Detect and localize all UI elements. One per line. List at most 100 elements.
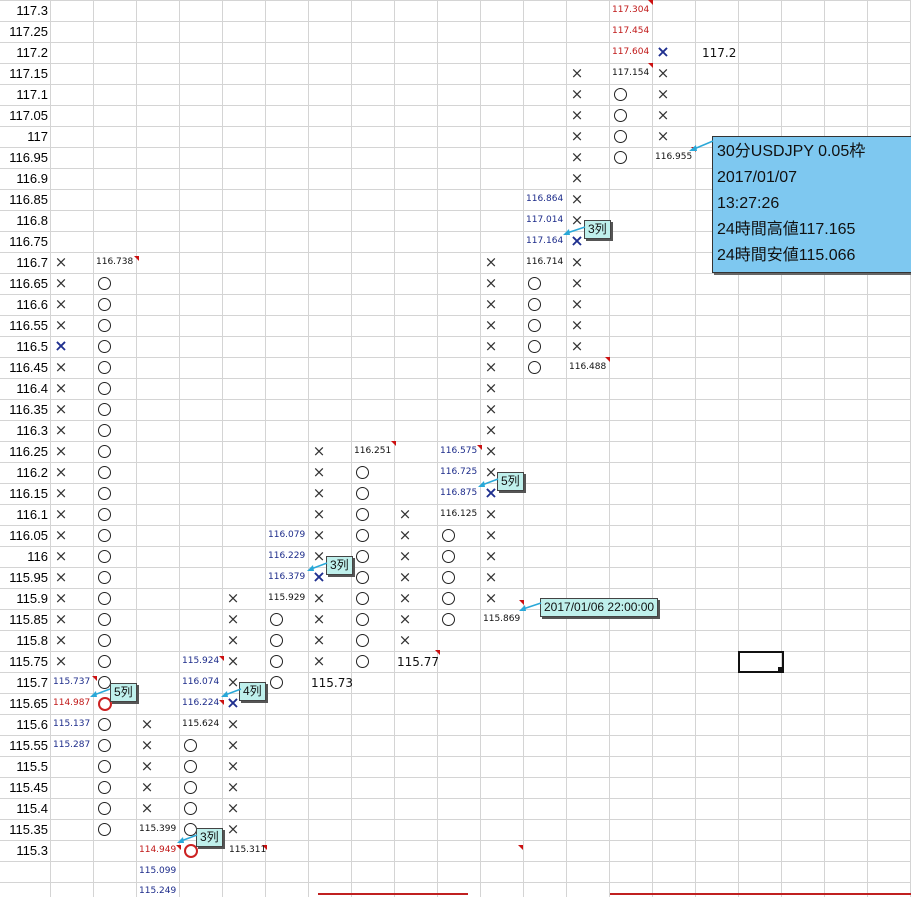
pnf-o-mark [98, 592, 111, 605]
grid-row-line [0, 84, 911, 85]
pnf-x-mark: × [484, 463, 498, 481]
pnf-o-mark [528, 319, 541, 332]
grid-row-line [0, 714, 911, 715]
price-note: 115.869 [483, 614, 521, 624]
pnf-x-mark: × [484, 505, 498, 523]
row-price-label: 115.4 [16, 801, 48, 816]
price-note: 116.864 [526, 194, 564, 204]
row-price-label: 116.55 [9, 318, 48, 333]
pnf-x-mark: × [570, 253, 584, 271]
pnf-o-mark [614, 130, 627, 143]
pnf-x-mark: × [312, 442, 326, 460]
pnf-x-mark: × [570, 190, 584, 208]
pnf-x-mark: × [398, 589, 412, 607]
grid-row-line [0, 882, 911, 883]
pnf-x-mark: × [570, 85, 584, 103]
pnf-x-mark: × [226, 778, 240, 796]
pnf-x-mark: × [54, 505, 68, 523]
pnf-o-mark [356, 634, 369, 647]
pnf-o-mark [98, 802, 111, 815]
row-price-label: 115.45 [9, 780, 48, 795]
pnf-o-mark [356, 592, 369, 605]
callout-arrow-icon [307, 562, 328, 571]
column-count-callout[interactable]: 3列 [584, 220, 611, 239]
selected-cell[interactable] [738, 651, 784, 673]
pnf-x-mark: × [484, 316, 498, 334]
column-count-callout[interactable]: 3列 [196, 828, 223, 847]
pnf-x-mark: × [570, 337, 584, 355]
pnf-o-mark [528, 340, 541, 353]
pnf-o-mark [98, 277, 111, 290]
pnf-x-mark: × [54, 274, 68, 292]
callout-arrow-icon [519, 602, 542, 611]
price-note: 116.955 [655, 152, 693, 162]
pnf-x-mark: × [226, 673, 240, 691]
pnf-x-mark: × [54, 316, 68, 334]
grid-row-line [0, 336, 911, 337]
row-price-label: 116.2 [16, 465, 48, 480]
pnf-o-mark [356, 487, 369, 500]
grid-column-line [824, 0, 825, 897]
grid-row-line [0, 630, 911, 631]
grid-row-line [0, 609, 911, 610]
pnf-x-mark: × [398, 631, 412, 649]
pnf-x-mark: × [570, 106, 584, 124]
row-price-label: 116.65 [9, 276, 48, 291]
price-note: 116.229 [268, 551, 306, 561]
row-price-label: 116.1 [16, 507, 48, 522]
grid-row-line [0, 546, 911, 547]
row-price-label: 115.3 [16, 843, 48, 858]
pnf-x-mark: × [398, 505, 412, 523]
pnf-o-mark [270, 676, 283, 689]
pnf-x-mark: × [656, 106, 670, 124]
pnf-o-mark [442, 529, 455, 542]
row-price-label: 116.45 [9, 360, 48, 375]
pnf-x-mark: × [484, 421, 498, 439]
pnf-o-mark [442, 592, 455, 605]
timestamp-callout[interactable]: 2017/01/06 22:00:00 [540, 598, 659, 617]
pnf-x-mark: × [656, 64, 670, 82]
column-count-callout[interactable]: 5列 [110, 683, 137, 702]
column-count-callout[interactable]: 3列 [326, 556, 353, 575]
pnf-o-mark [184, 739, 197, 752]
price-note: 117.604 [612, 47, 650, 57]
comment-indicator-icon [519, 600, 524, 605]
column-count-callout[interactable]: 4列 [239, 682, 266, 701]
row-price-label: 116.8 [16, 213, 48, 228]
pnf-x-mark: × [484, 379, 498, 397]
grid-row-line [0, 231, 911, 232]
pnf-x-mark: × [226, 757, 240, 775]
pnf-x-mark: × [570, 274, 584, 292]
pnf-o-mark [98, 487, 111, 500]
pnf-x-mark: × [54, 547, 68, 565]
row-price-label: 115.5 [16, 759, 48, 774]
row-price-label: 117.1 [16, 87, 48, 102]
price-note: 114.949 [139, 845, 177, 855]
info-comment-box[interactable]: 30分USDJPY 0.05枠 2017/01/07 13:27:26 24時間… [712, 136, 911, 273]
grid-row-line [0, 0, 911, 1]
pnf-o-mark [98, 340, 111, 353]
price-note: 116.714 [526, 257, 564, 267]
column-count-callout[interactable]: 5列 [497, 472, 524, 491]
grid-column-line [222, 0, 223, 897]
pnf-o-mark [442, 613, 455, 626]
price-note: 116.074 [182, 677, 220, 687]
pnf-x-mark: × [54, 400, 68, 418]
row-price-label: 115.7 [16, 675, 48, 690]
pnf-x-mark: × [312, 484, 326, 502]
price-note: 115.924 [182, 656, 220, 666]
pnf-x-mark: × [312, 526, 326, 544]
pnf-o-mark [528, 298, 541, 311]
pnf-x-mark: × [226, 631, 240, 649]
pnf-x-mark: × [312, 505, 326, 523]
price-note: 116.079 [268, 530, 306, 540]
grid-row-line [0, 189, 911, 190]
info-line-high: 24時間高値117.165 [717, 221, 856, 238]
grid-row-line [0, 735, 911, 736]
price-note: 116.575 [440, 446, 478, 456]
price-note: 116.125 [440, 509, 478, 519]
row-price-label: 116.9 [16, 171, 48, 186]
fill-handle[interactable] [778, 667, 783, 672]
row-price-label: 116.3 [16, 423, 48, 438]
